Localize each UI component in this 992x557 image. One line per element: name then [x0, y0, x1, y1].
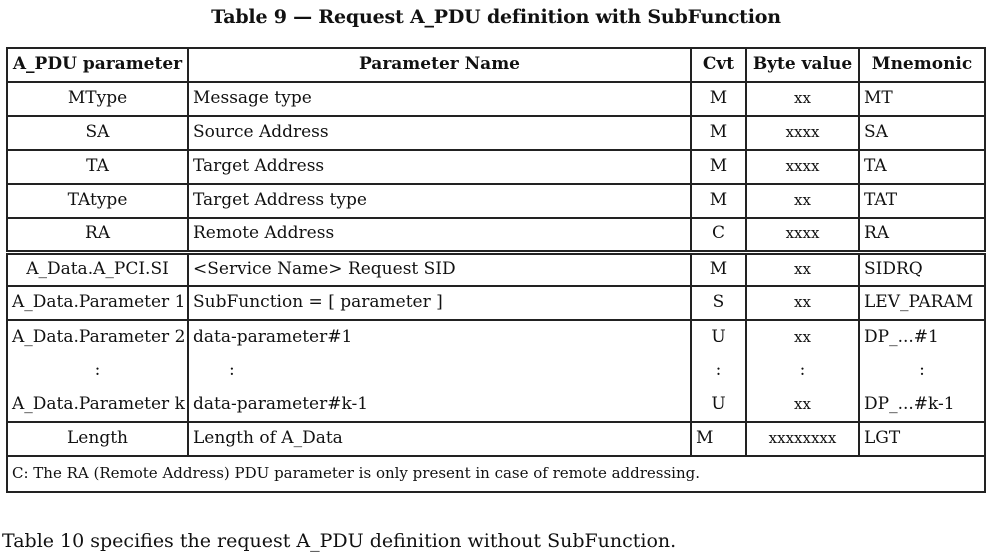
cell-cvt: S	[690, 285, 747, 321]
cell-byte-value: xx	[745, 81, 860, 117]
cell-cvt: U	[690, 388, 747, 423]
cell-byte-value: :	[745, 354, 860, 388]
table-row: A_Data.Parameter 1 SubFunction = [ param…	[6, 285, 986, 321]
cell-mnemonic: LGT	[858, 421, 986, 457]
cell-cvt: :	[690, 354, 747, 388]
cell-mnemonic: TAT	[858, 183, 986, 219]
cell-parameter-name: data-parameter#1	[187, 319, 692, 354]
cell-cvt: M	[690, 421, 747, 457]
cell-parameter-name: Length of A_Data	[187, 421, 692, 457]
cell-byte-value: xx	[745, 183, 860, 219]
cell-apdu-parameter: MType	[6, 81, 189, 117]
table-note: C: The RA (Remote Address) PDU parameter…	[6, 455, 986, 493]
cell-parameter-name: Remote Address	[187, 217, 692, 253]
table-row: RA Remote Address C xxxx RA	[6, 217, 986, 253]
cell-mnemonic: SA	[858, 115, 986, 151]
cell-cvt: M	[690, 81, 747, 117]
table-row: SA Source Address M xxxx SA	[6, 115, 986, 151]
cell-byte-value: xxxx	[745, 115, 860, 151]
header-parameter-name: Parameter Name	[187, 47, 692, 83]
cell-apdu-parameter: A_Data.A_PCI.SI	[6, 249, 189, 287]
cell-cvt: U	[690, 319, 747, 354]
cell-parameter-name: <Service Name> Request SID	[187, 249, 692, 287]
cell-mnemonic: DP_...#k-1	[858, 388, 986, 423]
table-note-row: C: The RA (Remote Address) PDU parameter…	[6, 455, 986, 493]
cell-parameter-name: Message type	[187, 81, 692, 117]
cell-apdu-parameter: SA	[6, 115, 189, 151]
header-apdu-parameter: A_PDU parameter	[6, 47, 189, 83]
table-row: MType Message type M xx MT	[6, 81, 986, 117]
cell-mnemonic: LEV_PARAM	[858, 285, 986, 321]
apdu-table: A_PDU parameter Parameter Name Cvt Byte …	[6, 47, 986, 493]
following-paragraph: Table 10 specifies the request A_PDU def…	[2, 530, 677, 552]
cell-cvt: M	[690, 149, 747, 185]
cell-cvt: C	[690, 217, 747, 253]
header-cvt: Cvt	[690, 47, 747, 83]
cell-apdu-parameter: TAtype	[6, 183, 189, 219]
cell-mnemonic: DP_...#1	[858, 319, 986, 354]
cell-apdu-parameter: A_Data.Parameter k	[6, 388, 189, 423]
header-mnemonic: Mnemonic	[858, 47, 986, 83]
cell-cvt: M	[690, 183, 747, 219]
cell-apdu-parameter: A_Data.Parameter 1	[6, 285, 189, 321]
cell-byte-value: xx	[745, 249, 860, 287]
table-row: A_Data.A_PCI.SI <Service Name> Request S…	[6, 249, 986, 287]
cell-byte-value: xxxx	[745, 149, 860, 185]
cell-mnemonic: :	[858, 354, 986, 388]
cell-parameter-name: Target Address	[187, 149, 692, 185]
cell-mnemonic: TA	[858, 149, 986, 185]
cell-mnemonic: RA	[858, 217, 986, 253]
cell-mnemonic: SIDRQ	[858, 249, 986, 287]
cell-apdu-parameter: Length	[6, 421, 189, 457]
table-row-ellipsis: : : : : :	[6, 354, 986, 388]
table-caption: Table 9 — Request A_PDU definition with …	[211, 6, 781, 28]
header-byte-value: Byte value	[745, 47, 860, 83]
cell-byte-value: xxxxxxxx	[745, 421, 860, 457]
cell-cvt: M	[690, 115, 747, 151]
cell-apdu-parameter: RA	[6, 217, 189, 253]
cell-mnemonic: MT	[858, 81, 986, 117]
cell-parameter-name: Source Address	[187, 115, 692, 151]
cell-cvt: M	[690, 249, 747, 287]
table-row: A_Data.Parameter 2 data-parameter#1 U xx…	[6, 319, 986, 354]
cell-parameter-name: data-parameter#k-1	[187, 388, 692, 423]
cell-parameter-name: :	[187, 354, 692, 388]
cell-apdu-parameter: A_Data.Parameter 2	[6, 319, 189, 354]
table-row: Length Length of A_Data M xxxxxxxx LGT	[6, 421, 986, 457]
cell-parameter-name: Target Address type	[187, 183, 692, 219]
cell-byte-value: xx	[745, 319, 860, 354]
table-row: TA Target Address M xxxx TA	[6, 149, 986, 185]
cell-byte-value: xx	[745, 388, 860, 423]
cell-parameter-name: SubFunction = [ parameter ]	[187, 285, 692, 321]
header-row: A_PDU parameter Parameter Name Cvt Byte …	[6, 47, 986, 83]
cell-apdu-parameter: TA	[6, 149, 189, 185]
cell-byte-value: xx	[745, 285, 860, 321]
table-row: A_Data.Parameter k data-parameter#k-1 U …	[6, 388, 986, 423]
cell-byte-value: xxxx	[745, 217, 860, 253]
cell-apdu-parameter: :	[6, 354, 189, 388]
table-row: TAtype Target Address type M xx TAT	[6, 183, 986, 219]
